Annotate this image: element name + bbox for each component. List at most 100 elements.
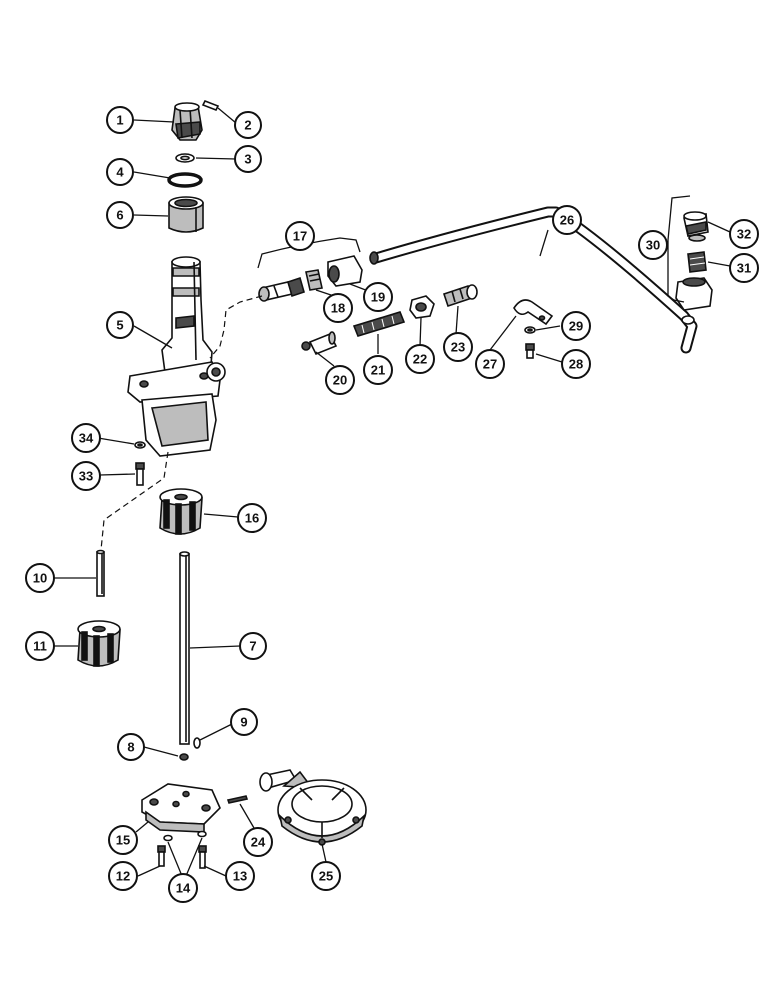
callout-23: 23 bbox=[443, 332, 473, 362]
callout-number: 25 bbox=[319, 869, 333, 884]
callout-number: 6 bbox=[116, 208, 123, 223]
part-drive-gear bbox=[171, 102, 203, 141]
callout-number: 8 bbox=[127, 740, 134, 755]
callout-10: 10 bbox=[25, 563, 55, 593]
callout-number: 22 bbox=[413, 352, 427, 367]
callout-number: 3 bbox=[244, 152, 251, 167]
callout-21: 21 bbox=[363, 355, 393, 385]
callout-number: 12 bbox=[116, 869, 130, 884]
callout-number: 15 bbox=[116, 833, 130, 848]
callout-circle bbox=[239, 632, 267, 660]
callout-number: 21 bbox=[371, 363, 385, 378]
callout-14: 14 bbox=[168, 873, 198, 903]
callout-33: 33 bbox=[71, 461, 101, 491]
callout-number: 13 bbox=[233, 869, 247, 884]
part-spring-21 bbox=[352, 311, 406, 337]
alignment-lines bbox=[100, 295, 263, 551]
callout-number: 1 bbox=[116, 113, 123, 128]
callout-circle bbox=[106, 158, 134, 186]
leader-lines bbox=[54, 107, 731, 877]
callout-circle bbox=[552, 205, 582, 235]
part-washer-34 bbox=[134, 441, 146, 449]
callout-number: 11 bbox=[33, 639, 47, 654]
callout-12: 12 bbox=[108, 861, 138, 891]
part-plug-20 bbox=[301, 331, 338, 356]
callout-circle bbox=[243, 827, 273, 857]
callout-number: 20 bbox=[333, 373, 347, 388]
callout-circle bbox=[561, 311, 591, 341]
callout-circle bbox=[106, 201, 134, 229]
callout-circle bbox=[405, 344, 435, 374]
callout-number: 7 bbox=[249, 639, 256, 654]
callout-circle bbox=[729, 219, 759, 249]
callout-number: 16 bbox=[245, 511, 259, 526]
callout-circle bbox=[25, 563, 55, 593]
callout-circle bbox=[71, 423, 101, 453]
callout-circle bbox=[106, 106, 134, 134]
part-pin-8 bbox=[179, 753, 189, 761]
part-bolt-28 bbox=[525, 343, 535, 359]
part-pump-body bbox=[127, 256, 226, 457]
part-roll-pin-top bbox=[201, 99, 220, 112]
callout-20: 20 bbox=[325, 365, 355, 395]
callout-number: 24 bbox=[251, 835, 266, 850]
part-ferrule-18 bbox=[305, 269, 323, 291]
callout-circle bbox=[363, 355, 393, 385]
part-bolt-33 bbox=[135, 462, 145, 486]
callout-27: 27 bbox=[475, 349, 505, 379]
callout-17: 17 bbox=[285, 221, 315, 251]
part-o-ring bbox=[167, 172, 203, 188]
callout-5: 5 bbox=[106, 311, 134, 339]
callout-3: 3 bbox=[234, 145, 262, 173]
part-idler-gear bbox=[77, 620, 121, 667]
part-clip-27 bbox=[513, 299, 554, 326]
bracket-30 bbox=[667, 195, 691, 303]
callout-2: 2 bbox=[234, 111, 262, 139]
callout-circle bbox=[71, 461, 101, 491]
callout-9: 9 bbox=[230, 708, 258, 736]
callout-number: 4 bbox=[116, 165, 124, 180]
callout-18: 18 bbox=[323, 293, 353, 323]
callout-15: 15 bbox=[108, 825, 138, 855]
callout-circle bbox=[168, 873, 198, 903]
callout-circle bbox=[638, 230, 668, 260]
callout-8: 8 bbox=[117, 733, 145, 761]
part-idler-shaft bbox=[96, 549, 105, 597]
callout-28: 28 bbox=[561, 349, 591, 379]
part-washer-29 bbox=[524, 326, 536, 334]
callout-7: 7 bbox=[239, 632, 267, 660]
callout-circle bbox=[443, 332, 473, 362]
callout-circle bbox=[237, 503, 267, 533]
callout-circle bbox=[285, 221, 315, 251]
callout-number: 18 bbox=[331, 301, 345, 316]
part-nut-19 bbox=[327, 255, 363, 287]
callout-number: 31 bbox=[737, 261, 751, 276]
callout-number: 2 bbox=[244, 118, 251, 133]
callout-circle bbox=[25, 631, 55, 661]
callout-4: 4 bbox=[106, 158, 134, 186]
callout-circle bbox=[234, 111, 262, 139]
callout-circle bbox=[106, 311, 134, 339]
callout-25: 25 bbox=[311, 861, 341, 891]
part-lockwasher-14a bbox=[163, 834, 173, 842]
callout-circle bbox=[363, 282, 393, 312]
callout-circle bbox=[325, 365, 355, 395]
part-adjusting-screw-23 bbox=[442, 284, 478, 308]
part-ferrule-31 bbox=[687, 251, 707, 273]
callout-1: 1 bbox=[106, 106, 134, 134]
part-lockwasher-14b bbox=[197, 830, 207, 838]
part-pin-24 bbox=[226, 795, 249, 804]
callout-number: 5 bbox=[116, 318, 123, 333]
part-pump-gear-upper bbox=[159, 488, 203, 535]
part-bolt-12 bbox=[157, 845, 166, 867]
callout-number: 26 bbox=[560, 213, 574, 228]
callout-circle bbox=[729, 253, 759, 283]
callout-number: 34 bbox=[79, 431, 94, 446]
callout-circle bbox=[323, 293, 353, 323]
callout-29: 29 bbox=[561, 311, 591, 341]
callout-number: 14 bbox=[176, 881, 191, 896]
callout-19: 19 bbox=[363, 282, 393, 312]
part-nut-30 bbox=[675, 277, 713, 311]
callout-number: 33 bbox=[79, 469, 93, 484]
